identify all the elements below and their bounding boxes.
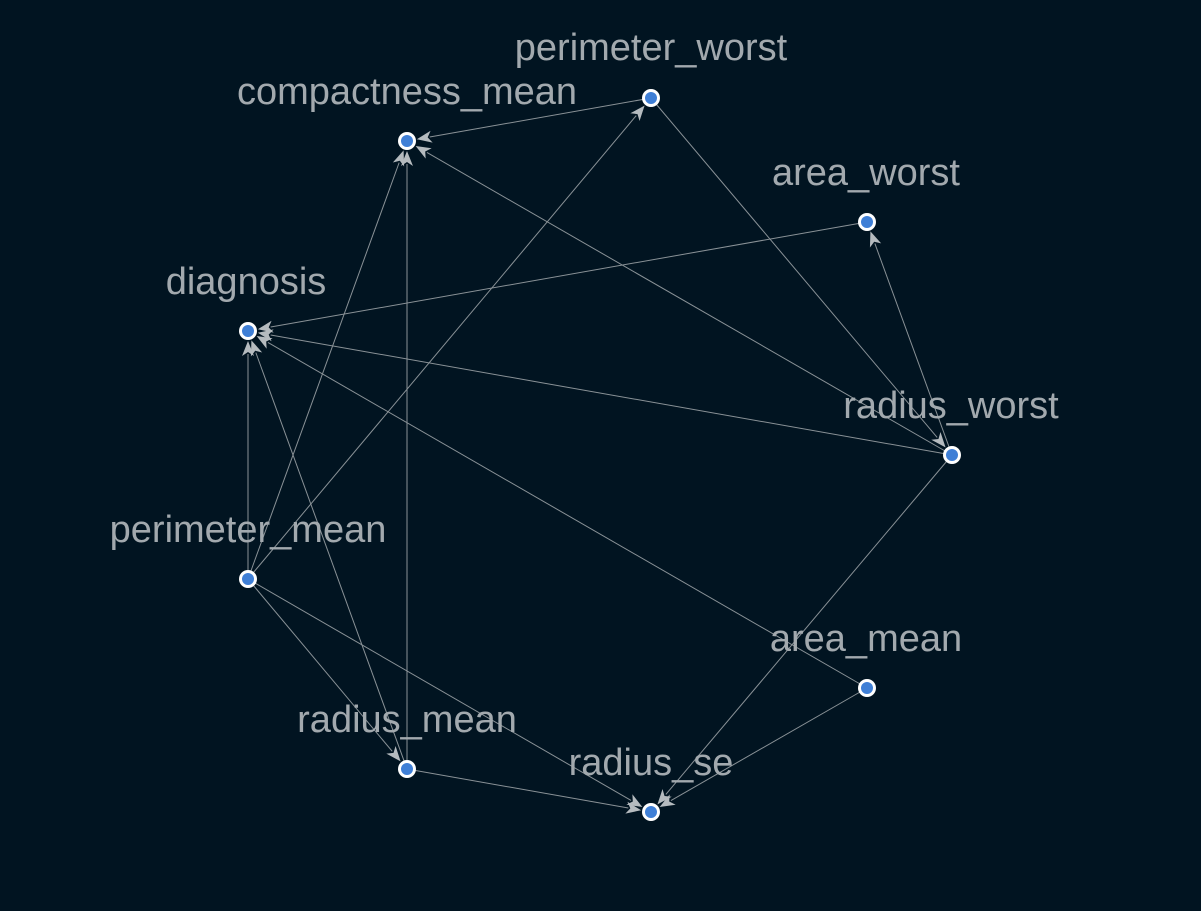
node-radius_worst[interactable] bbox=[943, 446, 961, 464]
node-label-radius_se: radius_se bbox=[569, 742, 734, 784]
node-label-compactness_mean: compactness_mean bbox=[237, 71, 577, 113]
node-perimeter_mean[interactable] bbox=[239, 570, 257, 588]
node-area_worst[interactable] bbox=[858, 213, 876, 231]
arrowhead-area_mean-to-diagnosis bbox=[256, 335, 273, 349]
arrowhead-perimeter_mean-to-compactness_mean bbox=[392, 150, 405, 167]
node-radius_mean[interactable] bbox=[398, 760, 416, 778]
node-perimeter_worst[interactable] bbox=[642, 89, 660, 107]
arrowhead-radius_mean-to-compactness_mean bbox=[401, 151, 413, 166]
arrowhead-perimeter_mean-to-radius_mean bbox=[386, 745, 401, 762]
arrowhead-perimeter_worst-to-compactness_mean bbox=[416, 130, 433, 143]
node-core bbox=[645, 806, 657, 818]
edge-perimeter_worst-to-radius_worst bbox=[650, 97, 938, 438]
node-label-diagnosis: diagnosis bbox=[166, 261, 327, 303]
node-label-area_worst: area_worst bbox=[772, 152, 960, 194]
node-area_mean[interactable] bbox=[858, 679, 876, 697]
node-core bbox=[645, 92, 657, 104]
edge-perimeter_mean-to-radius_mean bbox=[247, 578, 393, 752]
edge-radius_worst-to-compactness_mean bbox=[426, 152, 953, 456]
arrowhead-area_mean-to-radius_se bbox=[659, 794, 676, 808]
node-core bbox=[242, 325, 254, 337]
edge-area_mean-to-diagnosis bbox=[267, 342, 868, 689]
arrowhead-radius_worst-to-radius_se bbox=[657, 789, 672, 805]
arrowhead-radius_mean-to-radius_se bbox=[625, 801, 642, 814]
node-label-perimeter_mean: perimeter_mean bbox=[110, 509, 387, 551]
edge-radius_worst-to-radius_se bbox=[665, 454, 953, 795]
node-label-radius_worst: radius_worst bbox=[843, 385, 1059, 427]
edge-perimeter_mean-to-radius_se bbox=[247, 578, 632, 801]
edge-layer bbox=[242, 97, 953, 814]
node-label-area_mean: area_mean bbox=[770, 618, 962, 660]
edge-radius_mean-to-radius_se bbox=[406, 768, 629, 809]
edge-perimeter_mean-to-compactness_mean bbox=[247, 162, 400, 580]
edge-area_worst-to-diagnosis bbox=[270, 221, 868, 328]
node-core bbox=[861, 682, 873, 694]
edge-radius_worst-to-diagnosis bbox=[270, 334, 953, 456]
node-radius_se[interactable] bbox=[642, 803, 660, 821]
arrowhead-perimeter_worst-to-radius_worst bbox=[931, 432, 946, 448]
arrowhead-radius_worst-to-area_worst bbox=[869, 231, 882, 248]
edge-radius_mean-to-diagnosis bbox=[255, 352, 408, 770]
node-core bbox=[401, 763, 413, 775]
edge-perimeter_mean-to-perimeter_worst bbox=[247, 115, 637, 580]
node-diagnosis[interactable] bbox=[239, 322, 257, 340]
node-label-perimeter_worst: perimeter_worst bbox=[515, 27, 788, 69]
edge-perimeter_worst-to-compactness_mean bbox=[429, 97, 652, 138]
node-core bbox=[242, 573, 254, 585]
arrowhead-radius_worst-to-compactness_mean bbox=[415, 145, 432, 159]
arrowhead-radius_mean-to-diagnosis bbox=[250, 340, 263, 357]
node-layer bbox=[239, 89, 961, 821]
edge-area_mean-to-radius_se bbox=[670, 687, 868, 801]
edge-radius_worst-to-area_worst bbox=[874, 243, 953, 456]
node-core bbox=[861, 216, 873, 228]
node-core bbox=[401, 135, 413, 147]
node-label-radius_mean: radius_mean bbox=[297, 699, 517, 741]
arrowhead-perimeter_mean-to-perimeter_worst bbox=[630, 105, 645, 122]
node-compactness_mean[interactable] bbox=[398, 132, 416, 150]
arrowhead-area_worst-to-diagnosis bbox=[257, 320, 274, 333]
node-core bbox=[946, 449, 958, 461]
arrowhead-perimeter_mean-to-diagnosis bbox=[242, 341, 254, 356]
